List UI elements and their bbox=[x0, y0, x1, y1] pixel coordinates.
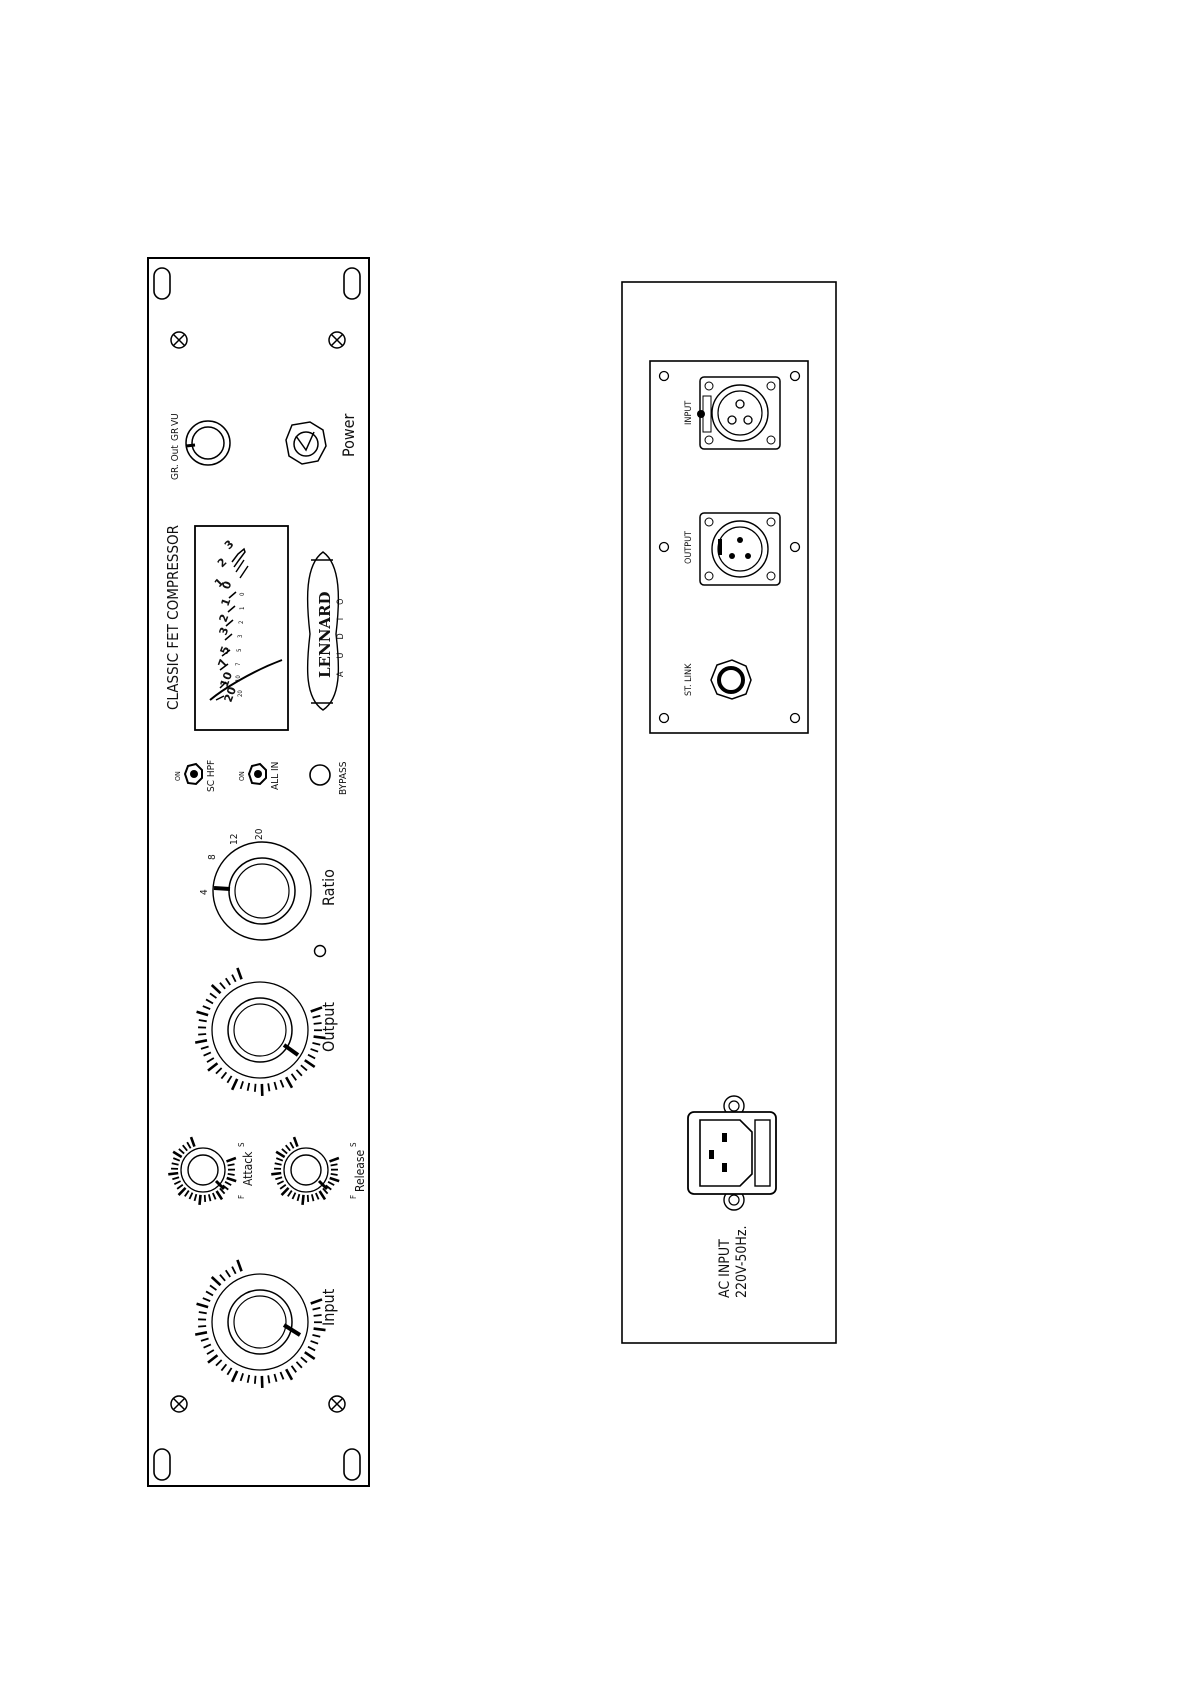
dial-tick bbox=[268, 1375, 269, 1383]
dial-tick bbox=[331, 1164, 338, 1165]
dial-tick bbox=[199, 1020, 207, 1021]
sc-hpf-label: SC HPF bbox=[206, 760, 217, 792]
attack-slow-label: S bbox=[237, 1142, 246, 1147]
dial-tick bbox=[268, 1083, 269, 1091]
front-panel: GR. Out GR VU Power 20 10 7 5 3 2 1 0 1 … bbox=[148, 258, 369, 1486]
meter-sub-1: 1 bbox=[239, 607, 246, 610]
dial-tick bbox=[198, 1326, 206, 1327]
all-in-on-label: ON bbox=[238, 771, 246, 781]
meter-sub-2: 2 bbox=[238, 621, 245, 624]
ratio-label: Ratio bbox=[319, 869, 338, 906]
dial-tick bbox=[168, 1173, 178, 1174]
all-in-toggle[interactable] bbox=[249, 764, 266, 784]
dial-tick bbox=[303, 1195, 304, 1205]
gr-label: GR bbox=[170, 428, 181, 441]
meter-sub-10: 10 bbox=[235, 675, 242, 682]
dial-tick bbox=[331, 1174, 338, 1175]
input-label: Input bbox=[319, 1288, 338, 1326]
release-fast-label: F bbox=[349, 1195, 358, 1199]
ratio-value-8: 8 bbox=[207, 854, 218, 860]
st-link-label: ST. LINK bbox=[684, 663, 694, 696]
indicator-led bbox=[315, 946, 326, 957]
xlr-output-connector[interactable] bbox=[700, 513, 780, 585]
ac-power-inlet[interactable] bbox=[688, 1096, 776, 1210]
meter-sub-20: 20 bbox=[237, 690, 244, 697]
vu-meter: 20 10 7 5 3 2 1 0 1 2 3 20 10 7 5 3 bbox=[195, 526, 288, 730]
stereo-link-jack[interactable] bbox=[711, 660, 751, 699]
sc-hpf-on-label: ON bbox=[174, 771, 182, 781]
rear-output-label: OUTPUT bbox=[684, 531, 694, 564]
dial-tick bbox=[228, 1174, 235, 1175]
dial-tick bbox=[255, 1084, 256, 1092]
power-switch[interactable] bbox=[286, 422, 326, 464]
output-label: Output bbox=[319, 1002, 338, 1052]
rear-input-label: INPUT bbox=[684, 401, 694, 425]
ac-input-label: AC INPUT bbox=[717, 1239, 733, 1298]
dial-tick bbox=[314, 1329, 326, 1330]
meter-selector-knob[interactable] bbox=[186, 421, 230, 465]
ratio-knob[interactable] bbox=[213, 842, 311, 940]
ratio-value-12: 12 bbox=[229, 834, 240, 845]
bypass-button[interactable] bbox=[310, 765, 330, 785]
vu-label: VU bbox=[170, 413, 181, 426]
dial-tick bbox=[198, 1034, 206, 1035]
ac-spec-label: 220V-50Hz. bbox=[734, 1226, 750, 1298]
ratio-value-20: 20 bbox=[254, 828, 265, 840]
dial-tick bbox=[271, 1173, 281, 1174]
gr-out-label: GR. Out bbox=[170, 445, 181, 480]
brand-name: LENNARD bbox=[316, 591, 334, 678]
meter-sub-7: 7 bbox=[235, 663, 242, 666]
power-label: Power bbox=[339, 413, 358, 457]
meter-sub-0: 0 bbox=[239, 592, 246, 596]
xlr-input-connector[interactable] bbox=[697, 377, 780, 449]
brand-sub: AUDIO bbox=[336, 586, 346, 677]
release-slow-label: S bbox=[349, 1142, 358, 1147]
attack-fast-label: F bbox=[237, 1195, 246, 1199]
dial-tick bbox=[199, 1312, 207, 1313]
ratio-value-4: 4 bbox=[199, 889, 210, 895]
product-title: CLASSIC FET COMPRESSOR bbox=[164, 525, 182, 710]
dial-tick bbox=[200, 1195, 201, 1205]
meter-sub-3: 3 bbox=[237, 635, 244, 638]
sc-hpf-toggle[interactable] bbox=[185, 764, 202, 784]
release-label: Release bbox=[353, 1150, 367, 1192]
dial-tick bbox=[255, 1376, 256, 1384]
meter-sub-5: 5 bbox=[236, 649, 243, 652]
all-in-label: ALL IN bbox=[270, 762, 281, 790]
rear-panel: INPUT OUTPUT ST. LINK bbox=[622, 282, 836, 1343]
bypass-label: BYPASS bbox=[338, 761, 349, 795]
dial-tick bbox=[228, 1164, 235, 1165]
attack-label: Attack bbox=[241, 1151, 255, 1186]
